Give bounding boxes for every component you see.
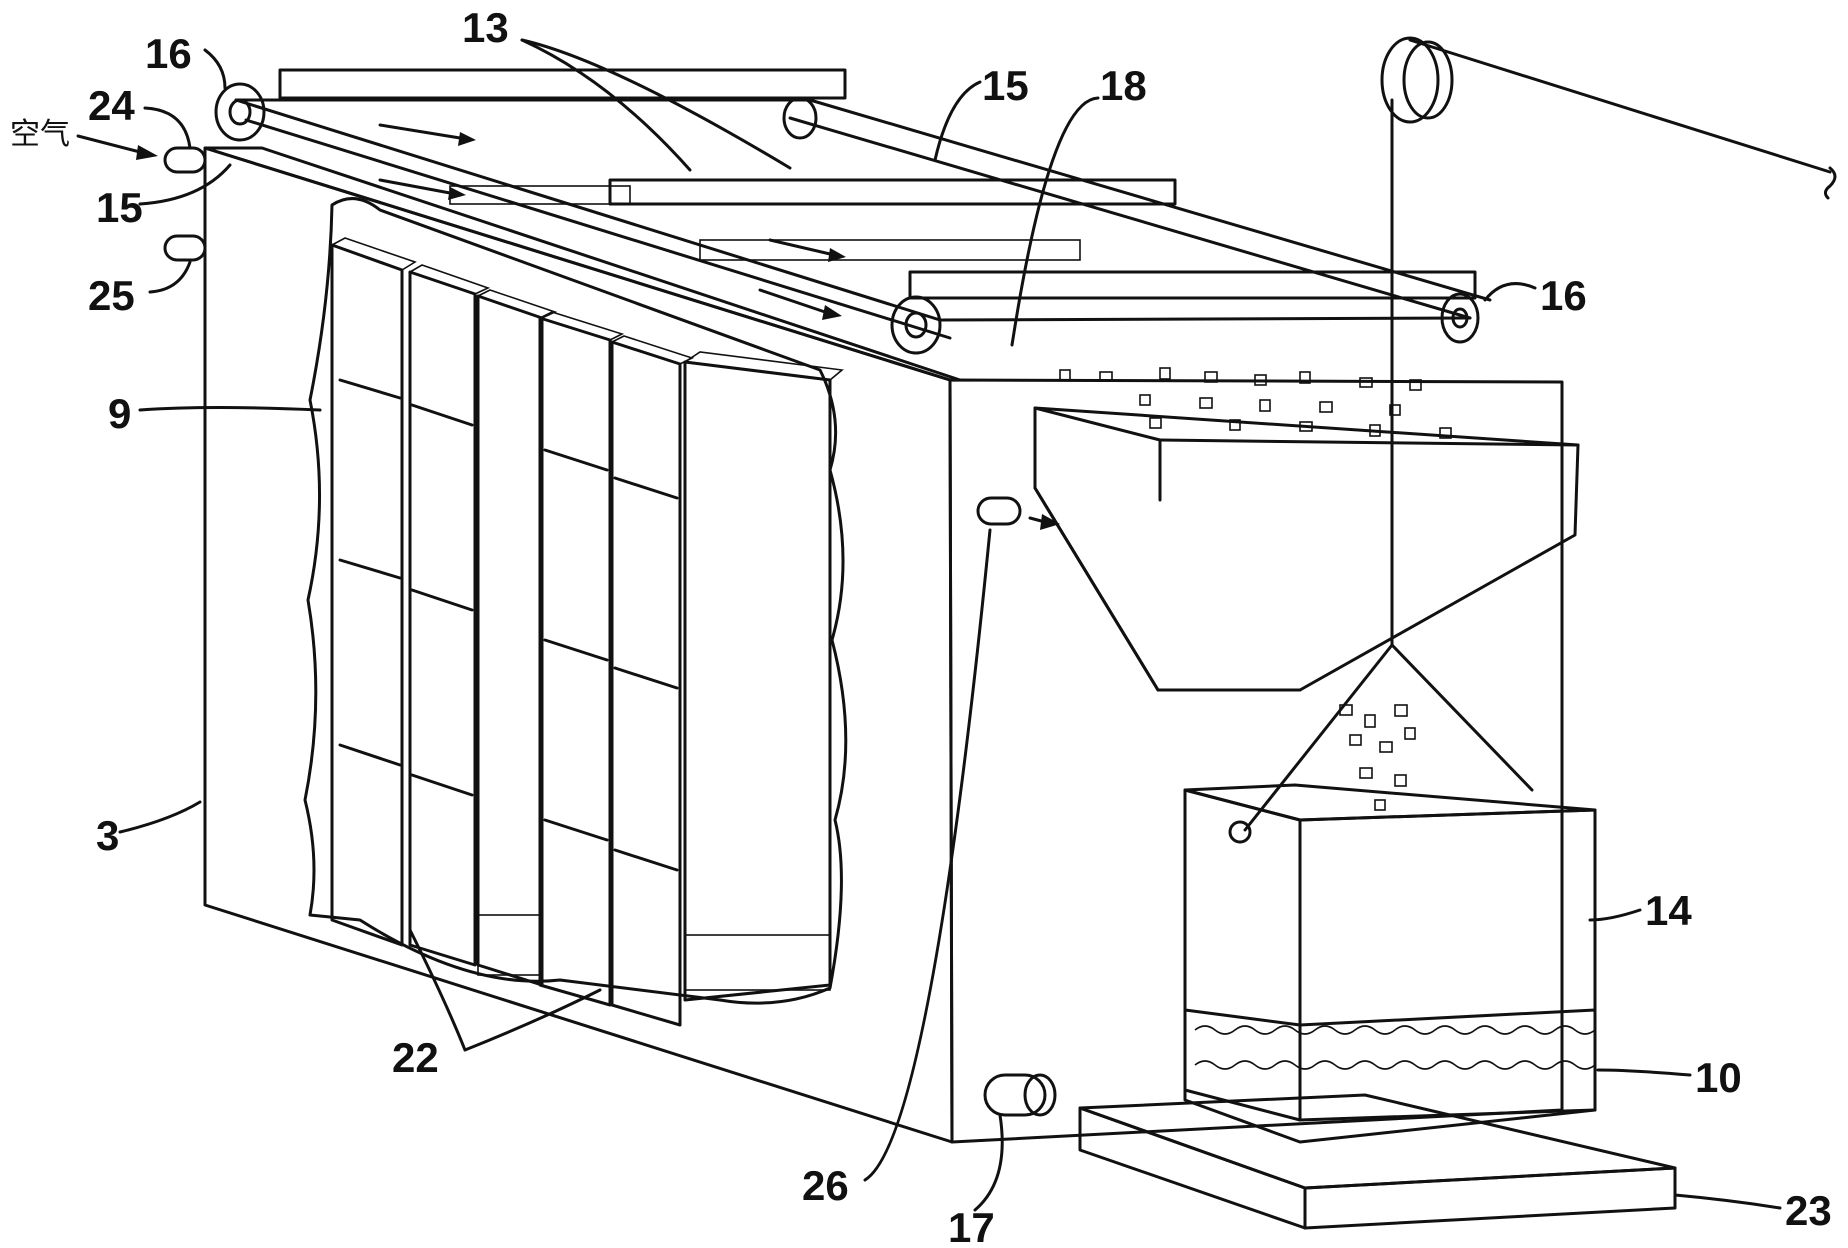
label-3: 3 xyxy=(96,812,119,859)
debris-particles xyxy=(1059,367,1452,811)
roller-back-right xyxy=(1440,292,1480,344)
conveyor-assembly xyxy=(214,68,1492,355)
platform xyxy=(1078,1093,1677,1230)
label-9: 9 xyxy=(108,390,131,437)
roller-front-right xyxy=(890,295,942,355)
label-26: 26 xyxy=(802,1162,849,1209)
label-22: 22 xyxy=(392,1034,439,1081)
cutaway-window xyxy=(303,197,848,1005)
label-18: 18 xyxy=(1100,62,1147,109)
label-14: 14 xyxy=(1645,887,1692,934)
leader-lines xyxy=(118,38,1782,1212)
filter-module-1 xyxy=(330,237,417,947)
roller-front-left xyxy=(214,82,266,142)
label-17: 17 xyxy=(948,1204,995,1248)
pipe-25 xyxy=(163,234,207,262)
air-inlet-24 xyxy=(76,134,207,174)
roller-back-left xyxy=(782,96,818,140)
filter-modules xyxy=(330,237,844,1027)
collection-basket xyxy=(1183,643,1597,1144)
pipe-fittings xyxy=(76,134,1060,1117)
sludge-10 xyxy=(1183,1008,1597,1144)
hoist-pulley xyxy=(1380,36,1837,647)
label-13: 13 xyxy=(462,4,509,51)
label-air: 空气 xyxy=(10,117,70,152)
scraper-plate-1 xyxy=(278,68,847,100)
conveyor-rail-back xyxy=(808,98,1492,302)
outlet-26 xyxy=(976,496,1060,530)
hoist-cable xyxy=(1408,38,1832,174)
filter-module-6 xyxy=(682,351,844,1002)
conveyor-rail-front xyxy=(234,98,942,322)
label-23: 23 xyxy=(1785,1187,1832,1234)
label-10: 10 xyxy=(1695,1054,1742,1101)
label-16-left: 16 xyxy=(145,30,192,77)
hopper xyxy=(1033,406,1580,692)
label-15-top: 15 xyxy=(982,62,1029,109)
label-25: 25 xyxy=(88,272,135,319)
filter-module-5 xyxy=(609,335,695,1027)
filter-module-3 xyxy=(475,289,558,987)
label-15-left: 15 xyxy=(96,184,143,231)
direction-arrow xyxy=(378,123,462,140)
filter-module-4 xyxy=(537,311,625,1007)
drain-17 xyxy=(983,1073,1057,1117)
label-24: 24 xyxy=(88,82,135,129)
label-16-right: 16 xyxy=(1540,272,1587,319)
reference-labels: 空气 16 24 15 25 9 3 13 15 18 16 14 10 23 … xyxy=(10,4,1832,1248)
filter-module-2 xyxy=(408,264,491,967)
scraper-plate-3 xyxy=(699,239,1477,300)
